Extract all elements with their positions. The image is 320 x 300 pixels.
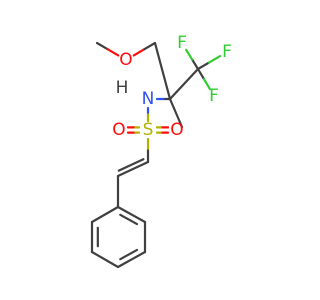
bond-ring-3 bbox=[116, 250, 147, 269]
bond-c-f1-a bbox=[190, 58, 200, 71]
nitrogen-label: N bbox=[142, 89, 155, 109]
sulfonyl-oxygen-label-right: O bbox=[170, 120, 183, 140]
bond-c-f2-b bbox=[207, 54, 222, 64]
bond-layer bbox=[90, 41, 222, 269]
bond-vinyl-double-main bbox=[116, 160, 150, 178]
bond-oxygen-methylene-b bbox=[143, 41, 157, 51]
bond-quaternary-methyl bbox=[168, 97, 184, 129]
bond-c-f3-a bbox=[196, 67, 206, 81]
bond-quaternary-cf3 bbox=[168, 67, 200, 101]
bond-methyl-oxygen-a bbox=[95, 41, 109, 51]
bond-methylene-quaternary bbox=[153, 41, 172, 101]
bond-vinyl-double-inner bbox=[117, 158, 145, 172]
bond-ring-0 bbox=[90, 205, 120, 224]
bond-ring-aromatic-2 bbox=[119, 213, 139, 226]
methoxy-oxygen-label: O bbox=[119, 50, 132, 70]
bond-methyl-oxygen-b bbox=[106, 48, 120, 57]
fluorine-label-3: F bbox=[209, 86, 219, 106]
fluorine-label-1: F bbox=[177, 33, 187, 53]
bond-ring-aromatic-1 bbox=[119, 248, 139, 261]
bond-c-f2-a bbox=[196, 61, 211, 71]
bond-ring-2 bbox=[90, 250, 120, 269]
sulfonyl-oxygen-label-left: O bbox=[112, 120, 125, 140]
bond-ring-5 bbox=[116, 205, 147, 224]
sulfur-label: S bbox=[143, 120, 154, 140]
bond-oxygen-methylene-a bbox=[132, 48, 146, 57]
bond-c-f1-b bbox=[185, 48, 194, 61]
bond-c-f3-b bbox=[202, 77, 212, 91]
amine-hydrogen-label: H bbox=[116, 78, 129, 98]
fluorine-label-2: F bbox=[222, 42, 232, 62]
